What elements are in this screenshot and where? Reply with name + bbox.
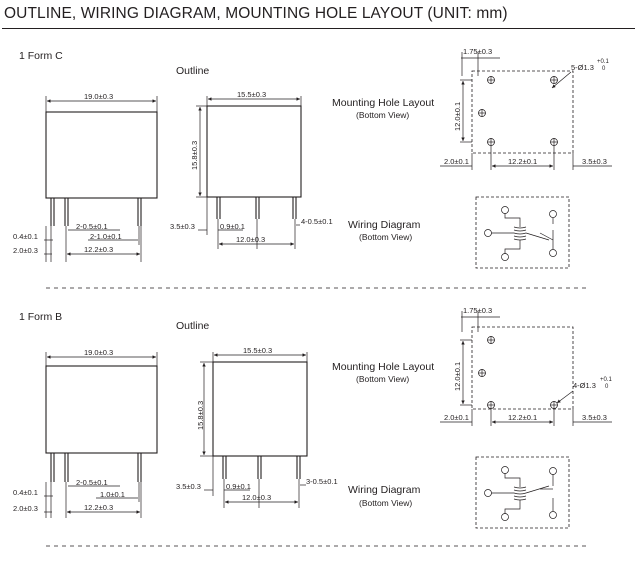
mounting-hole-sub: (Bottom View) [356,110,409,120]
wiring-frame [475,196,570,269]
dim-2-0-5: 2-0.5±0.1 [76,478,108,487]
relay-body [45,111,158,199]
dim-3-5: 3.5±0.3 [176,482,201,491]
dim-0-9: 0.9±0.1 [220,222,245,231]
wiring-diagram [475,456,570,529]
section-1-form-b: 1 Form B Outline 19.0±0.3 0.4±0.1 2.0±0.… [13,306,613,529]
hole-dim-3-5: 3.5±0.3 [582,413,607,422]
hole-dim-2-0: 2.0±0.1 [444,157,469,166]
svg-text:+0.1: +0.1 [600,377,613,383]
wiring-diagram-sub: (Bottom View) [359,498,412,508]
dim-15-8: 15.8±0.3 [190,141,199,170]
wiring-diagram-sub: (Bottom View) [359,232,412,242]
dim-12-0: 12.0±0.3 [236,235,265,244]
hole-dim-12-2: 12.2±0.1 [508,413,537,422]
relay-footprint [471,70,574,154]
title-rule [2,28,635,29]
svg-text:0: 0 [602,66,606,72]
hole-dim-1-75: 1.75±0.3 [463,47,492,56]
dim-0-4: 0.4±0.1 [13,232,38,241]
dim-4-0-5: 4-0.5±0.1 [301,217,333,226]
hole-dim-12-2: 12.2±0.1 [508,157,537,166]
dim-12-0: 12.0±0.3 [242,493,271,502]
dim-2-0: 2.0±0.3 [13,504,38,513]
dim-12-2: 12.2±0.3 [84,503,113,512]
relay-body-side [212,361,308,457]
dim-15-8: 15.8±0.3 [196,401,205,430]
svg-text:+0.1: +0.1 [597,59,610,65]
hole-dim-1-75: 1.75±0.3 [463,306,492,315]
hole-dim-12-0: 12.0±0.1 [453,102,462,131]
wiring-diagram-label: Wiring Diagram [348,484,421,496]
mounting-hole-sub: (Bottom View) [356,374,409,384]
hole-dim-3-5: 3.5±0.3 [582,157,607,166]
dim-2-0-5: 2-0.5±0.1 [76,222,108,231]
hole-dim-2-0: 2.0±0.1 [444,413,469,422]
relay-body-side [206,105,302,198]
page-title: OUTLINE, WIRING DIAGRAM, MOUNTING HOLE L… [4,5,508,22]
dim-1-0: 1.0±0.1 [100,490,125,499]
hole-count-dim: 5-Ø1.3 [571,63,594,72]
relay-body [45,365,158,454]
wiring-frame [475,456,570,529]
hole-dim-12-0: 12.0±0.1 [453,362,462,391]
mounting-hole-label: Mounting Hole Layout [332,97,434,109]
mounting-hole-label: Mounting Hole Layout [332,361,434,373]
mounting-hole-layout: 1.75±0.3 12.0±0.1 4-Ø1.3 +0.1 0 2.0±0.1 [440,306,613,426]
dim-15-5: 15.5±0.3 [243,346,272,355]
outline-label: Outline [176,320,209,332]
relay-footprint [471,326,574,410]
section-1-form-c: 1 Form C Outline 19.0±0.3 0.4±0.1 2.0±0.… [13,47,612,269]
dim-3-0-5: 3-0.5±0.1 [306,477,338,486]
dim-0-4: 0.4±0.1 [13,488,38,497]
dim-15-5: 15.5±0.3 [237,90,266,99]
wiring-diagram-label: Wiring Diagram [348,219,421,231]
dim-0-9: 0.9±0.1 [226,482,251,491]
side-view: 15.5±0.3 15.8±0.3 3.5±0.3 0.9±0.1 4-0.5±… [170,90,333,249]
front-view: 19.0±0.3 0.4±0.1 2.0±0.3 2-0.5±0.1 1.0±0… [13,348,158,518]
side-view: 15.5±0.3 15.8±0.3 3.5±0.3 0.9±0.1 3-0.5±… [176,346,338,508]
dim-3-5: 3.5±0.3 [170,222,195,231]
svg-text:0: 0 [605,384,609,390]
dim-width: 19.0±0.3 [84,92,113,101]
dim-12-2: 12.2±0.3 [84,245,113,254]
dim-2-0: 2.0±0.3 [13,246,38,255]
wiring-diagram [475,196,570,269]
dim-width: 19.0±0.3 [84,348,113,357]
hole-count-dim: 4-Ø1.3 [573,381,596,390]
outline-label: Outline [176,65,209,77]
section-label: 1 Form C [19,50,63,62]
dim-2-1-0: 2-1.0±0.1 [90,232,122,241]
section-label: 1 Form B [19,311,62,323]
mounting-hole-layout: 1.75±0.3 5-Ø1.3 +0.1 0 12.0±0.1 [440,47,612,170]
front-view: 19.0±0.3 0.4±0.1 2.0±0.3 2-0.5±0.1 2-1.0… [13,92,158,262]
